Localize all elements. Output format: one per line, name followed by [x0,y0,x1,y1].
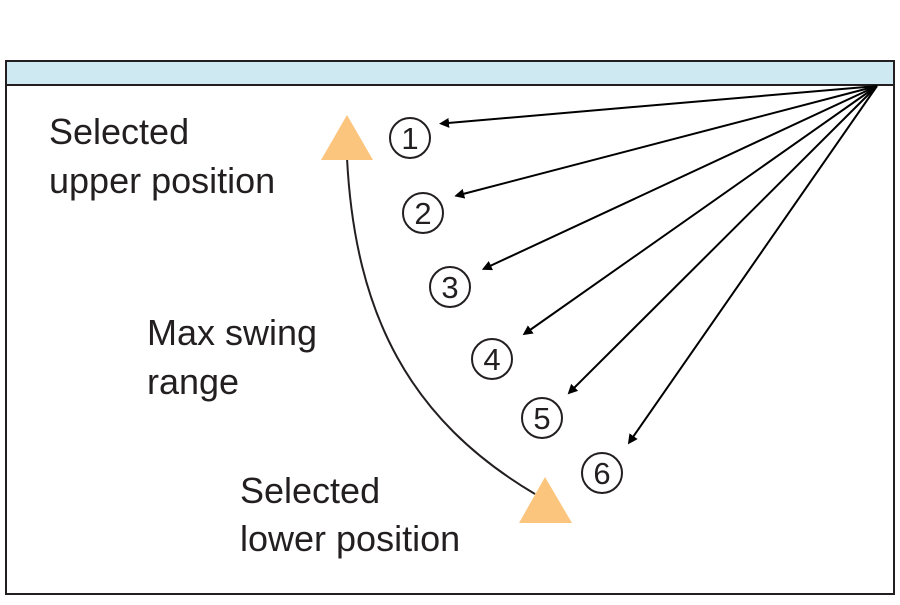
position-5-circle [521,397,563,439]
airflow-arrow-5 [567,85,878,395]
airflow-arrows [439,85,878,445]
position-1-number: 1 [401,121,418,156]
indoor-unit-band [5,60,895,86]
upper-label-line2: upper position [49,160,275,201]
position-5-marker: 5 [521,397,563,439]
position-4-number: 4 [483,342,500,377]
lower-label-line2: lower position [240,518,460,559]
position-6-marker: 6 [581,452,623,494]
position-3-marker: 3 [429,266,471,308]
airflow-arrow-2 [454,85,878,199]
position-2-marker: 2 [402,192,444,234]
range-label-line1: Max swing [147,312,317,353]
position-2-circle [402,192,444,234]
position-4-circle [471,338,513,380]
lower-position-marker [519,477,572,523]
airflow-arrow-6 [627,85,878,445]
position-4-marker: 4 [471,338,513,380]
upper-label-line1: Selected [49,111,189,152]
airflow-arrow-1 [439,85,878,128]
upper-position-marker [321,115,373,160]
position-6-number: 6 [593,456,610,491]
range-label-line2: range [147,361,239,402]
position-3-number: 3 [441,270,458,305]
position-1-marker: 1 [389,117,431,159]
position-1-circle [389,117,431,159]
airflow-arrow-4 [522,85,878,336]
position-6-circle [581,452,623,494]
swing-range-arc [346,157,536,495]
position-3-circle [429,266,471,308]
lower-label-line1: Selected [240,470,380,511]
airflow-arrow-3 [481,85,878,271]
position-2-number: 2 [414,196,431,231]
position-5-number: 5 [533,401,550,436]
